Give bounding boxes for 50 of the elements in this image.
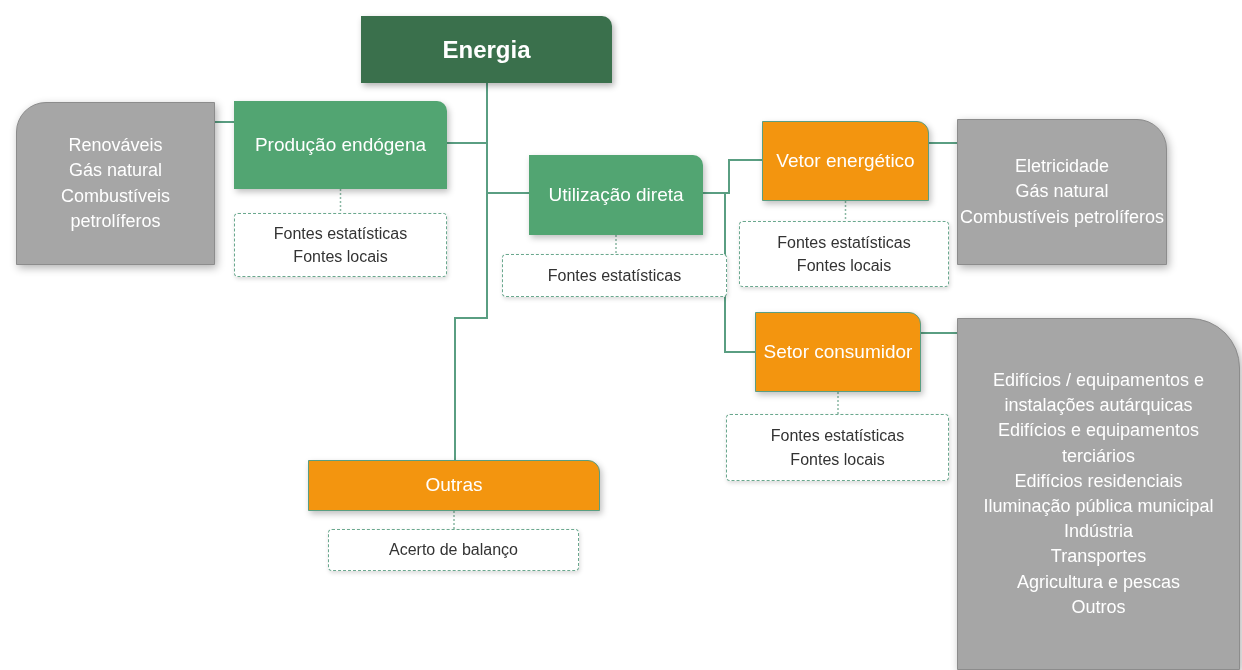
list-box bbox=[957, 318, 1240, 670]
title-box bbox=[361, 16, 612, 83]
node-text: Fontes locais bbox=[790, 449, 885, 470]
node-text: Combustíveis petrolíferos bbox=[59, 184, 171, 233]
node-text: Utilização direta bbox=[548, 182, 684, 207]
node-text: Edifícios / equipamentos e instalações autárquicas bbox=[991, 369, 1206, 418]
node-text: Fontes estatísticas bbox=[547, 265, 682, 286]
node-text: Outras bbox=[425, 473, 483, 498]
node-text: Vetor energético bbox=[776, 148, 915, 173]
node-text: Eletricidade bbox=[1014, 155, 1110, 179]
node-text: Fontes estatísticas bbox=[273, 223, 408, 244]
source-box bbox=[726, 414, 949, 481]
source-box bbox=[739, 221, 949, 287]
node-text: Outros bbox=[1071, 595, 1126, 619]
connector-line bbox=[928, 142, 958, 144]
node-text: Fontes locais bbox=[293, 247, 388, 267]
node-text: Indústria bbox=[1063, 520, 1133, 544]
dotted-connector bbox=[615, 234, 617, 255]
node-text: Edifícios residenciais bbox=[1014, 469, 1183, 493]
dotted-connector bbox=[837, 391, 839, 415]
node-text: Energia bbox=[442, 35, 531, 64]
source-box bbox=[234, 213, 447, 277]
dotted-connector bbox=[339, 188, 342, 214]
dotted-connector bbox=[453, 510, 455, 530]
node-text: Transportes bbox=[1050, 545, 1147, 569]
node-text: Agricultura e pescas bbox=[1016, 570, 1181, 594]
source-box bbox=[502, 254, 727, 297]
node-text: Fontes estatísticas bbox=[770, 426, 905, 447]
category-box bbox=[762, 121, 929, 201]
node-text: Renováveis bbox=[68, 134, 163, 158]
node-text: Acerto de balanço bbox=[389, 540, 518, 561]
category-box bbox=[755, 312, 921, 392]
connector-line bbox=[920, 332, 958, 334]
category-box bbox=[529, 155, 703, 235]
node-text: Fontes locais bbox=[796, 256, 892, 276]
category-box bbox=[308, 460, 600, 511]
list-box bbox=[957, 119, 1167, 265]
category-box bbox=[234, 101, 447, 189]
dotted-connector bbox=[844, 200, 847, 222]
source-box bbox=[328, 529, 579, 571]
node-text: Gás natural bbox=[1015, 180, 1109, 204]
node-text: Fontes estatísticas bbox=[777, 232, 911, 253]
node-text: Produção endógena bbox=[254, 132, 427, 157]
node-text: Combustíveis petrolíferos bbox=[959, 205, 1165, 229]
node-text: Gás natural bbox=[68, 159, 163, 183]
connector-line bbox=[214, 121, 235, 123]
list-box bbox=[16, 102, 215, 265]
node-text: Iluminação pública municipal bbox=[983, 495, 1214, 518]
node-text: Edifícios e equipamentos terciários bbox=[996, 419, 1201, 468]
node-text: Setor consumidor bbox=[763, 339, 913, 364]
